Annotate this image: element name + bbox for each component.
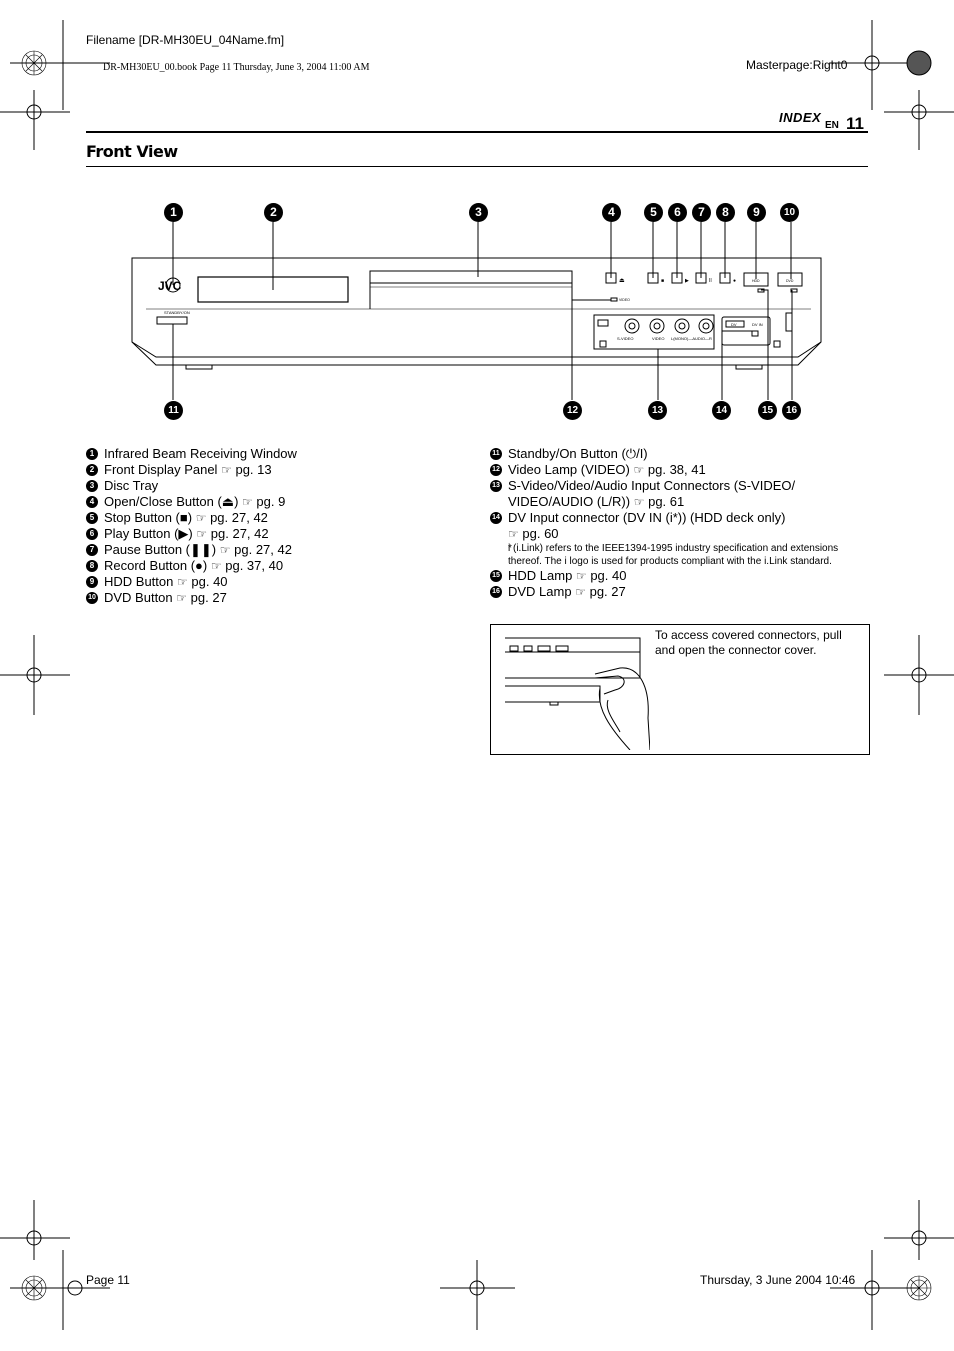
callout-1: 1 <box>164 203 183 222</box>
footer-page-label: Page 11 <box>86 1273 130 1287</box>
svg-text:II: II <box>709 278 712 284</box>
book-info-line: DR-MH30EU_00.book Page 11 Thursday, June… <box>103 62 370 73</box>
callout-7: 7 <box>692 203 711 222</box>
device-standby-label: STANDBY/ON <box>164 310 190 315</box>
device-dv-label: DV <box>731 322 737 327</box>
callout-10: 10 <box>780 203 799 222</box>
device-dvd-label: DVD <box>786 279 794 283</box>
callout-6: 6 <box>668 203 687 222</box>
page-title: Front View <box>86 142 178 161</box>
callout-3: 3 <box>469 203 488 222</box>
device-brand-logo: JVC <box>158 279 182 293</box>
svg-text:■: ■ <box>661 278 664 284</box>
filename-label: Filename [DR-MH30EU_04Name.fm] <box>86 33 285 47</box>
callout-9: 9 <box>747 203 766 222</box>
callout-16: 16 <box>782 401 801 420</box>
svg-text:▶: ▶ <box>685 278 689 284</box>
callout-14: 14 <box>712 401 731 420</box>
callout-2: 2 <box>264 203 283 222</box>
hand-opening-cover-illustration <box>505 637 650 750</box>
callout-5: 5 <box>644 203 663 222</box>
device-dvin-label: DV IN <box>752 322 763 327</box>
footer-date-label: Thursday, 3 June 2004 10:46 <box>700 1273 856 1287</box>
ilink-footnote: *i (i.Link) refers to the IEEE1394-1995 … <box>508 543 839 567</box>
device-video-lamp-label: VIDEO <box>619 298 630 302</box>
device-hdd-label: HDD <box>752 279 760 283</box>
header-rule <box>86 131 868 133</box>
svg-text:⏏: ⏏ <box>619 278 625 284</box>
callout-13: 13 <box>648 401 667 420</box>
callout-4: 4 <box>602 203 621 222</box>
connector-cover-instructions: To access covered connectors, pull and o… <box>655 628 842 657</box>
device-audio-label: L(MONO)—AUDIO—R <box>671 336 712 341</box>
masterpage-label: Masterpage:Right0 <box>746 58 848 72</box>
svg-text:●: ● <box>733 278 736 284</box>
callout-15: 15 <box>758 401 777 420</box>
language-tag: EN <box>825 120 839 131</box>
device-svideo-label: S-VIDEO <box>617 336 633 341</box>
device-video-label: VIDEO <box>652 336 664 341</box>
callout-12: 12 <box>563 401 582 420</box>
page-number: 11 <box>846 114 864 133</box>
title-rule <box>86 166 868 167</box>
section-index-title: INDEX <box>779 110 822 125</box>
front-view-illustration: ⏏ ■ ▶ II ● <box>131 222 822 400</box>
connector-cover-box <box>490 624 870 755</box>
callout-11: 11 <box>164 401 183 420</box>
callout-8: 8 <box>716 203 735 222</box>
